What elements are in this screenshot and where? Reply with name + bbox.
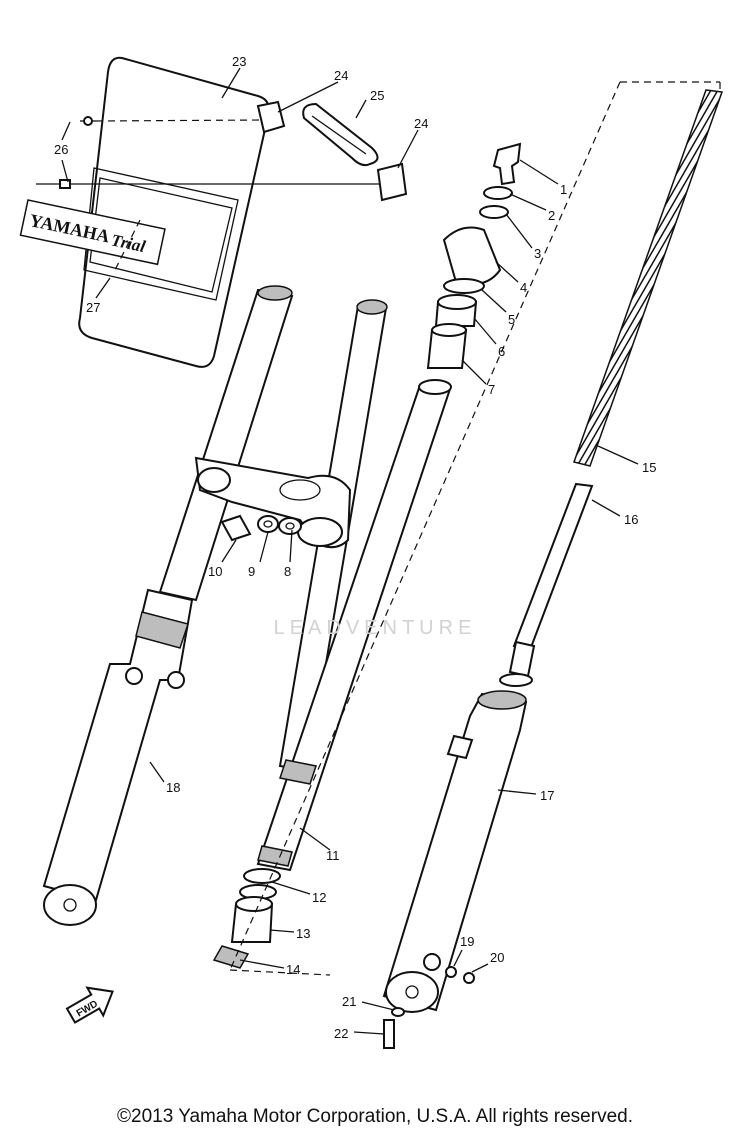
- callout-19: 19: [460, 934, 474, 949]
- fork-spring: [573, 89, 724, 467]
- callout-14: 14: [286, 962, 300, 977]
- assembly-dashed-lines: [70, 81, 721, 976]
- callout-leader-lines: [61, 67, 639, 1035]
- gasket-20: [463, 972, 475, 984]
- guide-6: [434, 294, 478, 327]
- damper-rod: [499, 482, 594, 687]
- callout-27: 27: [86, 300, 100, 315]
- callout-25: 25: [370, 88, 384, 103]
- seal-12a: [243, 868, 281, 884]
- washer-3: [479, 205, 509, 219]
- callout-8: 8: [284, 564, 291, 579]
- callout-13: 13: [296, 926, 310, 941]
- number-plate: [78, 56, 270, 368]
- washer-9: [257, 515, 279, 533]
- washer-8: [278, 517, 302, 535]
- drain-screw-19: [445, 966, 457, 978]
- fwd-arrow-icon: FWD: [65, 986, 114, 1024]
- cap-bolt-1: [492, 142, 522, 186]
- cover-4: [442, 226, 502, 286]
- yamaha-trial-decal: YAMAHA Trial: [19, 199, 166, 266]
- callout-22: 22: [334, 1026, 348, 1041]
- callout-1: 1: [560, 182, 567, 197]
- callout-21: 21: [342, 994, 356, 1009]
- spring-seat-13: [230, 896, 274, 943]
- clip-14: [212, 945, 250, 969]
- callout-9: 9: [248, 564, 255, 579]
- callout-24a: 24: [334, 68, 348, 83]
- callout-numbers: 1 2 3 4 5 6 7 8 9 10 11 12 13 14 15 16 1…: [54, 54, 656, 1041]
- callout-24b: 24: [414, 116, 428, 131]
- washer-21: [391, 1007, 405, 1017]
- left-outer-tube: [42, 588, 194, 926]
- callout-16: 16: [624, 512, 638, 527]
- callout-5: 5: [508, 312, 515, 327]
- callout-12: 12: [312, 890, 326, 905]
- callout-18: 18: [166, 780, 180, 795]
- ring-5: [443, 278, 485, 294]
- grommet-upper: [256, 100, 286, 134]
- long-inner-tube: [256, 379, 452, 872]
- callout-4: 4: [520, 280, 527, 295]
- screw-lower: [36, 179, 71, 189]
- callout-6: 6: [498, 344, 505, 359]
- callout-11: 11: [326, 848, 340, 863]
- right-outer-tube: [382, 690, 528, 1013]
- axle-bolt-22: [383, 1019, 395, 1049]
- callout-23: 23: [232, 54, 246, 69]
- copyright-notice: ©2013 Yamaha Motor Corporation, U.S.A. A…: [117, 1106, 633, 1127]
- left-inner-tube: [158, 285, 294, 602]
- screw-upper: [80, 116, 96, 126]
- callout-2: 2: [548, 208, 555, 223]
- bolt-10: [220, 514, 252, 542]
- callout-20: 20: [490, 950, 504, 965]
- callout-15: 15: [642, 460, 656, 475]
- callout-3: 3: [534, 246, 541, 261]
- grommet-lower: [376, 162, 408, 202]
- callout-26: 26: [54, 142, 68, 157]
- washer-2: [483, 186, 513, 200]
- callout-17: 17: [540, 788, 554, 803]
- rubber-band: [302, 102, 379, 167]
- under-bracket: [194, 456, 352, 549]
- spacer-7: [426, 323, 468, 369]
- callout-10: 10: [208, 564, 222, 579]
- watermark: LEADVENTURE: [273, 617, 477, 639]
- callout-7: 7: [488, 382, 495, 397]
